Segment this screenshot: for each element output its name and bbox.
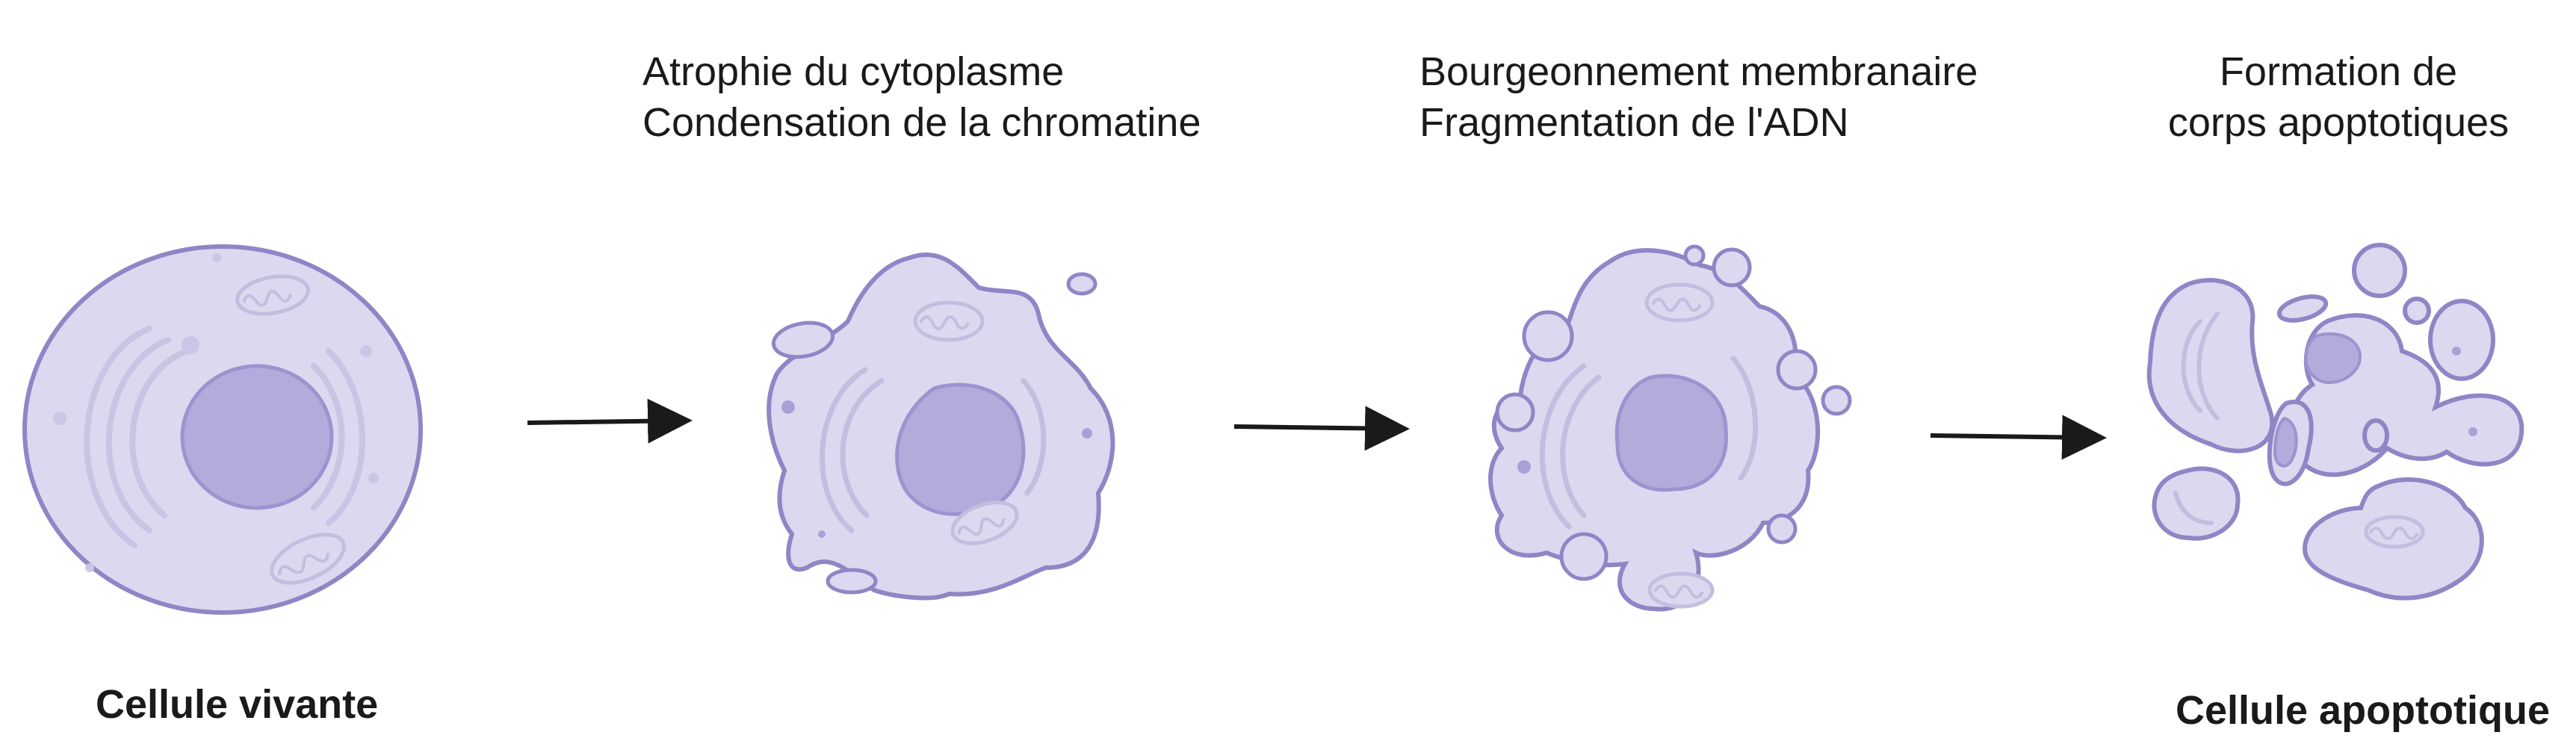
apoptotic-body-right [2428,299,2495,381]
stage-4-line-1: Formation de [2219,49,2458,94]
blebbing-cell [1488,244,1852,612]
nucleus [180,364,334,510]
stage-2-caption: Atrophie du cytoplasme Condensation de l… [643,46,1201,148]
arrow-1 [527,398,693,444]
stage-2-line-1: Atrophie du cytoplasme [643,49,1065,94]
mitochondrion-top [913,300,985,342]
golgi-stack-left [84,326,190,548]
stage-3-line-2: Fragmentation de l'ADN [1419,100,1849,145]
arrow-2 [1233,406,1410,451]
bleb-top-right [1066,272,1097,296]
apoptotic-cell-label: Cellule apoptotique [2176,688,2551,733]
living-cell-label: Cellule vivante [96,682,379,727]
bleb-top-left [771,320,835,359]
mitochondrion-bottom [950,500,1019,545]
stage-4-caption: Formation de corps apoptotiques [2137,46,2540,148]
golgi-stack-right [311,348,365,526]
nucleus [1614,374,1729,492]
apoptotic-body-contents [2173,311,2477,549]
apoptotic-body-small-2 [2403,297,2431,325]
nucleus [895,382,1026,516]
stage-4-line-2: corps apoptotiques [2167,100,2510,145]
bleb-bottom [826,568,878,595]
blebs [1495,244,1852,581]
shrinking-cell [767,252,1115,601]
mitochondrion-bottom [270,533,346,585]
golgi-stack [1539,356,1759,530]
apoptotic-body-bottom-left [2152,466,2241,541]
apoptotic-body-small-3 [2362,418,2389,453]
stage-2-line-2: Condensation de la chromatine [643,100,1201,145]
living-cell [22,244,423,615]
mitochondrion-top [1644,282,1715,323]
mitochondrion-top [235,274,310,316]
golgi-stack [820,367,1047,533]
apoptotic-bodies [2146,243,2524,601]
arrow-3 [1930,415,2107,460]
apoptotic-body-small-1 [2276,294,2329,323]
mitochondrion-bottom [1647,571,1715,609]
apoptotic-body-left [2146,278,2275,453]
vesicles [53,253,379,572]
apoptotic-body-top [2352,243,2407,298]
